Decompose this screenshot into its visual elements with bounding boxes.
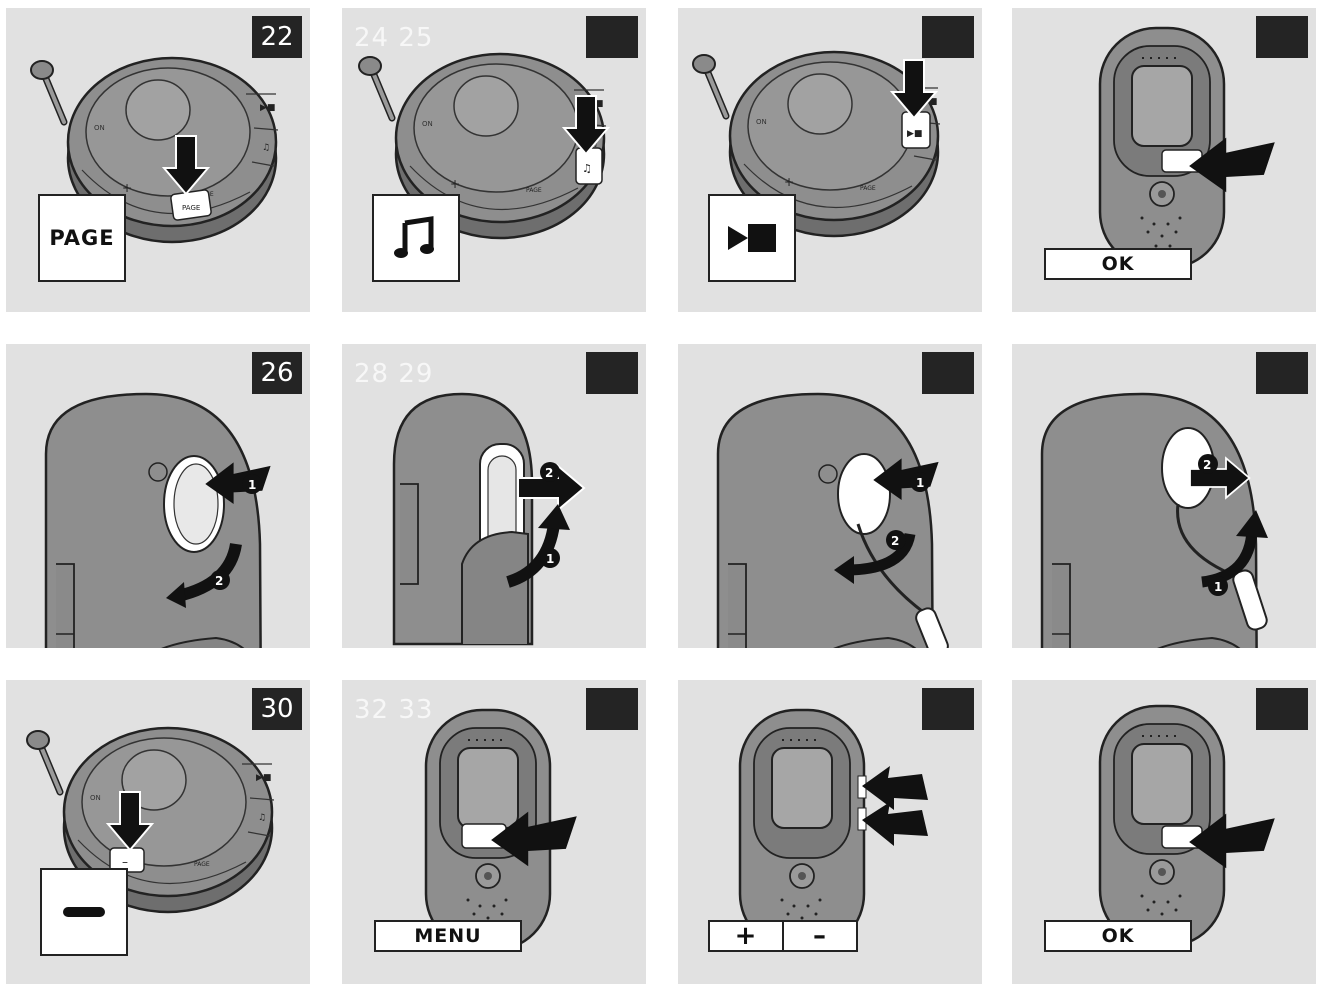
minus-icon — [63, 907, 105, 917]
step-number-box — [1256, 352, 1308, 394]
panel-menu-button: 32 33 MENU — [342, 680, 646, 984]
panel-battery-insert: 1 2 — [678, 344, 982, 648]
menu-label: MENU — [374, 920, 522, 952]
play-stop-label — [708, 194, 796, 282]
panel-play-stop-button: ▶■ — [678, 8, 982, 312]
step-numbers: 32 33 — [354, 695, 434, 725]
ok-label: OK — [1044, 920, 1192, 952]
parent-unit-illustration: PAGE — [6, 8, 310, 312]
page-label: PAGE — [38, 194, 126, 282]
step-numbers: 28 29 — [354, 359, 434, 389]
svg-text:▶■: ▶■ — [907, 129, 922, 139]
svg-text:2: 2 — [545, 466, 553, 480]
panel-battery-cover-remove: 1 2 26 — [6, 344, 310, 648]
panel-plus-minus-buttons: + – — [678, 680, 982, 984]
parent-unit-illustration: ▶■ — [678, 8, 982, 312]
svg-text:1: 1 — [248, 478, 256, 492]
step-number-box — [1256, 688, 1308, 730]
baby-unit-illustration — [1098, 26, 1275, 270]
svg-text:1: 1 — [546, 552, 554, 566]
panel-battery-close: 2 1 — [1012, 344, 1316, 648]
step-number-box — [1256, 16, 1308, 58]
baby-unit-illustration — [1098, 704, 1275, 948]
svg-text:PAGE: PAGE — [182, 204, 200, 212]
play-stop-icon — [728, 224, 776, 252]
panel-page-button: PAGE 22 PAGE — [6, 8, 310, 312]
baby-unit-illustration — [424, 708, 577, 952]
panel-battery-cover-open: 2 1 28 29 — [342, 344, 646, 648]
step-number: 30 — [252, 688, 302, 730]
step-number-box — [586, 688, 638, 730]
step-number-box — [586, 16, 638, 58]
plus-minus-label: + – — [708, 920, 858, 952]
ok-label: OK — [1044, 248, 1192, 280]
plus-label: + — [734, 921, 758, 951]
battery-illustration: 1 2 — [716, 392, 949, 648]
parent-unit-illustration: ♫ — [342, 8, 646, 312]
step-number-box — [586, 352, 638, 394]
step-number: 22 — [252, 16, 302, 58]
battery-cover-illustration: 1 2 — [44, 392, 271, 648]
battery-illustration: 2 1 — [1040, 392, 1268, 648]
svg-text:2: 2 — [891, 534, 899, 548]
svg-text:1: 1 — [916, 476, 924, 490]
panel-ok-button-2: OK — [1012, 680, 1316, 984]
panel-minus-button: – 30 — [6, 680, 310, 984]
music-label — [372, 194, 460, 282]
svg-text:♫: ♫ — [582, 162, 592, 175]
step-number: 26 — [252, 352, 302, 394]
svg-text:2: 2 — [215, 574, 223, 588]
page-label-text: PAGE — [49, 226, 115, 250]
step-numbers: 24 25 — [354, 23, 434, 53]
minus-label-text: – — [782, 922, 856, 950]
battery-cover-illustration: 2 1 — [392, 392, 585, 646]
svg-text:–: – — [122, 855, 128, 869]
step-number-box — [922, 688, 974, 730]
music-note-icon — [394, 216, 434, 258]
svg-text:2: 2 — [1203, 458, 1211, 472]
svg-text:1: 1 — [1214, 580, 1222, 594]
step-number-box — [922, 352, 974, 394]
baby-unit-illustration — [738, 708, 928, 952]
panel-ok-button: OK — [1012, 8, 1316, 312]
minus-label — [40, 868, 128, 956]
panel-music-button: ♫ 24 25 — [342, 8, 646, 312]
step-number-box — [922, 16, 974, 58]
